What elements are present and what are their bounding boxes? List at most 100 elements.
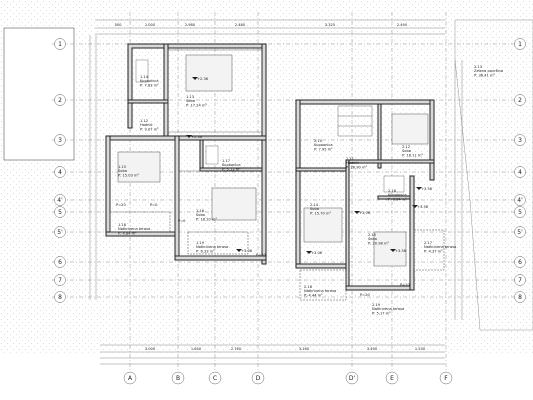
row-label-6: 6 <box>58 259 62 266</box>
axis-label-D': D' <box>349 375 356 382</box>
level-marker-icon <box>236 249 242 252</box>
room-name: Natkrivena terasa <box>304 289 336 293</box>
room-name: Natkrivena terasa <box>372 307 404 311</box>
room-id: 1.17 <box>222 159 230 163</box>
row-bubble-3 <box>514 134 526 146</box>
row-label-5: 5 <box>58 209 62 216</box>
row-label-1: 1 <box>58 41 62 48</box>
room-area: P: 6.14 m² <box>388 197 407 201</box>
room-id: 1.12 <box>140 119 148 123</box>
row-bubble-3 <box>54 134 66 146</box>
room-name: Hodnik <box>140 123 153 127</box>
dimension-bottom: 2.760 <box>231 347 242 351</box>
level-marker-icon <box>354 211 360 214</box>
row-bubble-7 <box>54 274 66 286</box>
dimension-top: 2.980 <box>185 23 196 27</box>
room-id: 1.14 <box>140 75 149 79</box>
room-name: Soba <box>118 169 127 173</box>
shower-117 <box>205 145 219 165</box>
room-id: 2.19 <box>372 303 381 307</box>
row-bubble-2 <box>514 94 526 106</box>
level-marker-icon <box>416 187 422 190</box>
axis-label-A: A <box>128 375 133 382</box>
level-value: +3.06 <box>241 249 253 253</box>
row-label-7: 7 <box>518 277 522 284</box>
row-bubble-5' <box>54 226 66 238</box>
row-label-6: 6 <box>518 259 522 266</box>
row-label-3: 3 <box>518 137 522 144</box>
row-label-5': 5' <box>57 229 63 236</box>
room-id: 2.11 <box>346 157 354 161</box>
bed-room-115 <box>117 151 161 183</box>
level-value: +3.06 <box>311 251 323 255</box>
row-label-8: 8 <box>518 294 522 301</box>
row-label-5: 5 <box>518 209 522 216</box>
row-label-1: 1 <box>518 41 522 48</box>
axis-bubble-F <box>439 371 453 385</box>
row-bubble-4' <box>54 194 66 206</box>
row-bubble-1 <box>514 38 526 50</box>
axis-bubble-A <box>123 371 137 385</box>
room-name: Zelena površina <box>474 69 503 73</box>
room-area: P: 15.03 m² <box>118 173 139 177</box>
dimension-bottom: 3.490 <box>367 347 378 351</box>
window-tag: P=20 <box>360 293 370 297</box>
room-id: 1.18 <box>118 223 127 227</box>
level-value: +2.36 <box>191 135 203 139</box>
room-name: Kupaonica <box>222 163 241 167</box>
window-tag: P=0 <box>178 219 186 223</box>
dimension-top: 2.480 <box>235 23 246 27</box>
room-name: Natkrivena terasa <box>196 245 228 249</box>
dimension-bottom: 1.530 <box>415 347 426 351</box>
room-area: P: 26.90 m² <box>346 165 367 169</box>
dimension-top: 3.325 <box>325 23 335 27</box>
dimension-top: 500 <box>115 23 123 27</box>
dimension-top: 1.000 <box>145 23 156 27</box>
row-label-4: 4 <box>518 169 522 176</box>
level-marker-icon <box>412 205 418 208</box>
level-marker-icon <box>186 135 192 138</box>
axis-label-E: E <box>390 375 394 382</box>
room-id: 2.16 <box>388 189 397 193</box>
dimension-bottom: 1.640 <box>191 347 202 351</box>
terraces <box>109 211 445 301</box>
room-area: P: 5.17 m² <box>372 311 391 315</box>
room-name: Kupaonica <box>388 193 407 197</box>
room-area: P: 17.24 m² <box>186 103 207 107</box>
row-bubble-4 <box>514 166 526 178</box>
bed-room-113 <box>185 54 233 92</box>
row-bubble-5 <box>54 206 66 218</box>
room-id: 2.17 <box>424 241 432 245</box>
room-id: 2.13 <box>474 65 482 69</box>
row-label-4': 4' <box>57 197 63 204</box>
window-tag: P=0 <box>150 203 158 207</box>
row-bubble-2 <box>54 94 66 106</box>
level-marker-icon <box>306 251 312 254</box>
room-area: P: 5.13 m² <box>222 167 241 171</box>
bath-114 <box>135 59 149 83</box>
window-tag: P=20 <box>116 203 126 207</box>
building-left <box>105 43 267 265</box>
room-id: 2.14 <box>310 203 319 207</box>
level-value: +3.56 <box>395 249 407 253</box>
room-name: Soba <box>402 149 411 153</box>
bed-room-214 <box>303 207 343 243</box>
axis-bubble-D' <box>345 371 359 385</box>
row-bubble-5 <box>514 206 526 218</box>
axis-bubble-E <box>385 371 399 385</box>
window-tag: P=20 <box>400 283 410 287</box>
room-id: 2.12 <box>402 145 410 149</box>
level-marker-icon <box>192 77 198 80</box>
room-area: P: 4.84 m² <box>118 231 137 235</box>
level-value: +2.36 <box>197 77 209 81</box>
building-right <box>295 99 435 291</box>
room-area: P: 4.37 m² <box>424 249 443 253</box>
room-area: P: 16.11 m² <box>402 153 423 157</box>
level-value: +3.06 <box>359 211 371 215</box>
room-id: 2.15 <box>368 233 376 237</box>
room-area: P: 18.20 m² <box>196 217 217 221</box>
